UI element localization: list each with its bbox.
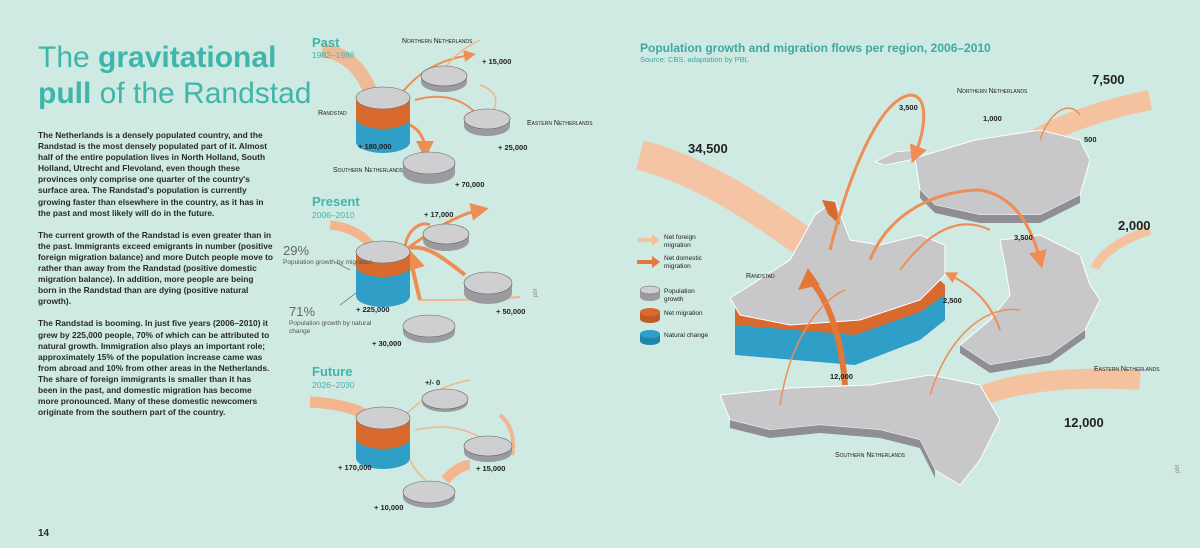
period-years: 1982–1986 [312,50,355,60]
flow-value: 12,000 [1064,415,1104,430]
foreign-flow-arrow [320,43,377,94]
growth-value: + 50,000 [496,307,526,316]
period-years: 2006–2010 [312,210,355,220]
legend-foreign-swatch [637,234,660,246]
domestic-flow-arrow [899,223,991,271]
growth-value: + 15,000 [476,464,506,473]
future-eastern-cylinder [463,435,513,462]
flow-value: 500 [1084,135,1097,144]
paragraph: The Netherlands is a densely populated c… [38,130,268,218]
past-northern-cylinder [420,65,468,92]
flow-value: 2,000 [1118,218,1151,233]
pct-natural-desc: Population growth by natural change [289,320,372,335]
credit: pbl [1175,464,1182,474]
growth-value: + 30,000 [372,339,402,348]
growth-value: + 170,000 [338,463,372,472]
past-diagram [320,39,511,184]
present-eastern-cylinder [463,271,513,304]
region-label: Southern Netherlands [333,167,404,174]
page-title: The gravitational pull of the Randstad [38,41,312,110]
growth-value: +/- 0 [425,378,441,387]
growth-value: + 15,000 [482,57,512,66]
growth-value: + 70,000 [455,180,485,189]
legend-growth-label: Population growth [664,288,695,303]
region-label: Eastern Netherlands [1094,366,1160,373]
domestic-flow-arrow [1039,107,1081,141]
legend-natural-swatch [640,330,660,345]
growth-value: + 225,000 [356,305,390,314]
paragraph: The current growth of the Randstad is ev… [38,229,273,307]
region-label: Northern Netherlands [957,88,1028,95]
flow-value: 7,500 [1092,72,1125,87]
northern-region [873,129,1091,223]
pct-natural: 71% [289,304,316,319]
domestic-flow-arrow [828,93,927,251]
domestic-flow-arrow [944,272,1001,331]
future-southern-cylinder [402,480,456,508]
randstad-foreign-arrow [636,140,824,263]
future-northern-cylinder [421,388,469,412]
growth-value: + 10,000 [374,503,404,512]
eastern-region [959,234,1101,373]
past-eastern-cylinder [463,108,511,136]
legend-net-migration-swatch [640,308,660,323]
period-title: Past [312,35,340,50]
region-label: Southern Netherlands [835,452,906,459]
period-years: 2026–2030 [312,380,355,390]
domestic-flow-arrow [929,308,1021,396]
flow-value: 34,500 [688,141,728,156]
pct-migration: 29% [283,243,310,258]
legend-domestic-swatch [637,256,660,268]
legend-growth-swatch [639,285,661,301]
period-title: Present [312,194,360,209]
past-randstad-cylinder [355,86,411,153]
flow-value: 12,000 [830,372,853,381]
flow-value: 1,000 [983,114,1002,123]
migration-map [636,90,1152,486]
growth-value: + 17,000 [424,210,454,219]
future-diagram [309,379,516,508]
domestic-flow-arrow [868,188,1047,269]
legend-natural-label: Natural change [664,332,709,339]
present-randstad-cylinder [355,240,411,307]
flow-value: 2,500 [943,296,962,305]
page-number: 14 [38,528,50,539]
map-source: Source: CBS, adaptation by PBL [640,55,749,64]
flow-value: 3,500 [899,103,918,112]
map-title: Population growth and migration flows pe… [640,41,991,55]
legend-foreign-label: Net foreign migration [664,234,696,249]
period-title: Future [312,364,353,379]
body-text: The Netherlands is a densely populated c… [38,130,273,429]
growth-value: + 180,000 [358,142,392,151]
past-southern-cylinder [402,151,456,184]
flow-value: 3,500 [1014,233,1033,242]
region-label: Eastern Netherlands [527,120,593,127]
future-randstad-cylinder [355,406,411,469]
southern-foreign-arrow [969,368,1141,409]
eastern-foreign-arrow [1090,225,1152,270]
legend-net-migration-label: Net migration [664,310,703,317]
present-diagram [329,202,521,343]
paragraph: The Randstad is booming. In just five ye… [38,318,270,418]
credit: pbl [533,288,540,298]
region-label: Randstad [318,110,347,117]
growth-value: + 25,000 [498,143,528,152]
region-label: Randstad [746,273,775,280]
legend-domestic-label: Net domestic migration [664,255,702,270]
pct-migration-desc: Population growth by migration [283,259,373,266]
randstad-region [729,199,946,365]
domestic-flow-arrow [779,289,846,406]
region-label: Northern Netherlands [402,38,473,45]
present-southern-cylinder [402,314,456,343]
present-northern-cylinder [422,223,470,251]
southern-region [719,374,1001,486]
